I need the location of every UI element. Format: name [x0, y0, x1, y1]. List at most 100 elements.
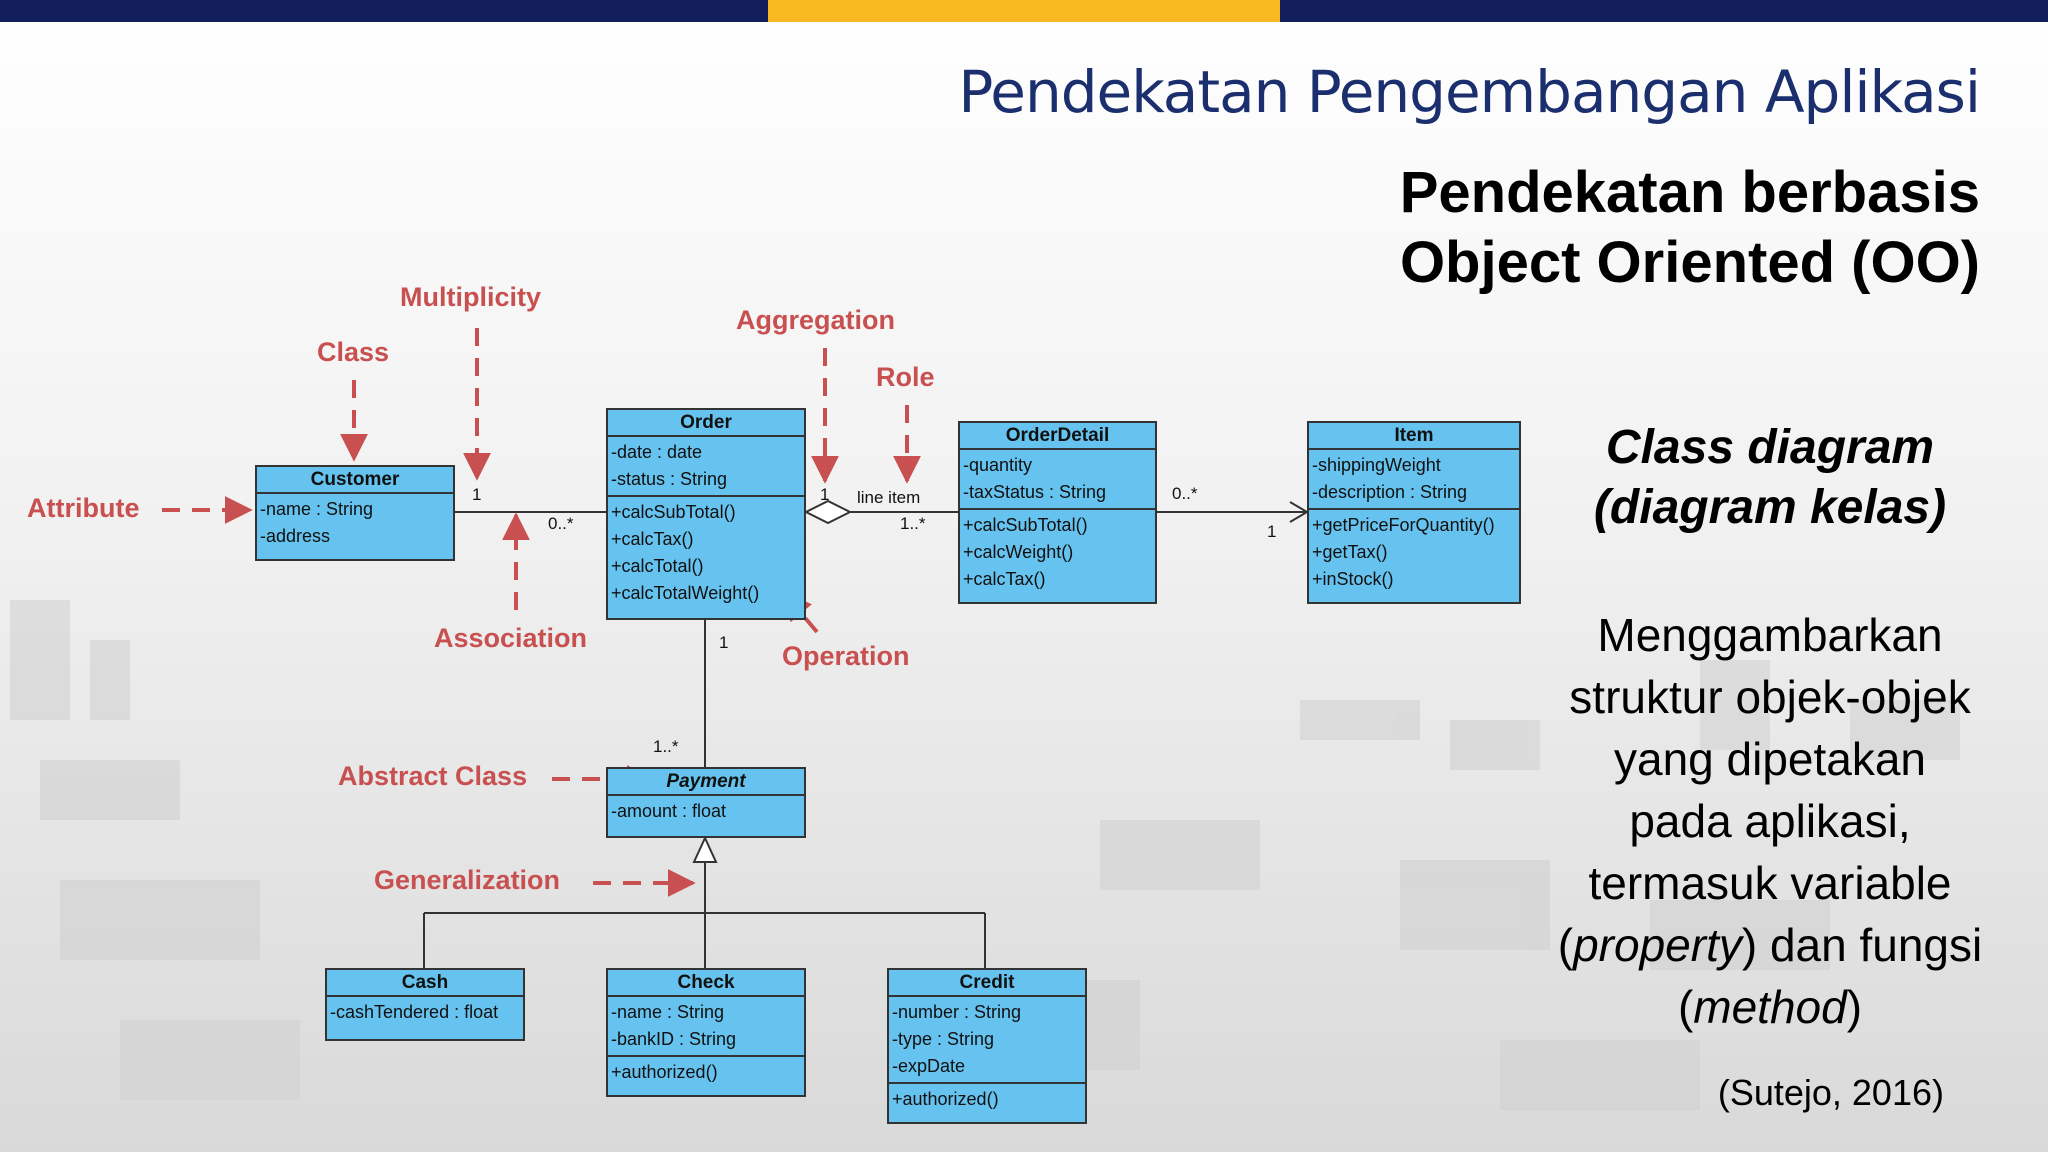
class-diagram-description: Menggambarkan struktur objek-objek yang … [1500, 604, 2040, 1038]
class-orderdetail-name: OrderDetail [960, 423, 1155, 450]
description-paren-rest: ) dan fungsi [1741, 919, 1983, 971]
description-method-word: method [1693, 981, 1847, 1033]
multiplicity-customer-side: 1 [472, 485, 482, 504]
class-operation: +authorized() [611, 1062, 718, 1082]
class-attribute: -bankID : String [611, 1029, 737, 1049]
class-attribute: -description : String [1312, 482, 1468, 502]
class-payment: Payment -amount : float [606, 767, 806, 838]
class-attribute: -number : String [892, 1002, 1022, 1022]
description-line-4: pada aplikasi, [1629, 795, 1911, 847]
class-operation: +getPriceForQuantity() [1312, 515, 1495, 535]
class-check: Check -name : String -bankID : String +a… [606, 968, 806, 1097]
class-attribute: -expDate [892, 1056, 966, 1076]
description-method-close: ) [1846, 981, 1863, 1033]
class-attribute: -date : date [611, 442, 703, 462]
description-line-7: (method) [1500, 976, 2040, 1038]
class-order-operations: +calcSubTotal() +calcTax() +calcTotal() … [608, 497, 804, 609]
citation: (Sutejo, 2016) [1717, 1072, 1944, 1113]
generalization-triangle [692, 835, 718, 863]
description-line-2: struktur objek-objek [1569, 671, 1971, 723]
class-operation: +inStock() [1312, 569, 1394, 589]
class-operation: +authorized() [892, 1089, 999, 1109]
class-credit-name: Credit [889, 970, 1085, 997]
class-diagram-heading-line-1: Class diagram [1605, 421, 1935, 474]
multiplicity-detail-side: 1..* [900, 514, 926, 533]
class-attribute: -amount : float [611, 801, 727, 821]
multiplicity-order-payment: 1 [719, 633, 729, 652]
class-operation: +calcTotal() [611, 556, 704, 576]
role-name-line-item: line item [857, 488, 921, 507]
class-item-operations: +getPriceForQuantity() +getTax() +inStoc… [1309, 510, 1519, 595]
class-credit-attributes: -number : String -type : String -expDate [889, 997, 1085, 1084]
top-bar-gold [768, 0, 1280, 22]
class-operation: +calcTax() [611, 529, 694, 549]
class-item-name: Item [1309, 423, 1519, 450]
class-orderdetail: OrderDetail -quantity -taxStatus : Strin… [958, 421, 1157, 604]
annotation-aggregation: Aggregation [736, 305, 895, 335]
class-orderdetail-operations: +calcSubTotal() +calcWeight() +calcTax() [960, 510, 1155, 595]
class-cash-name: Cash [327, 970, 523, 997]
class-diagram-heading-line-2: (diagram kelas) [1593, 481, 1947, 534]
annotation-role: Role [876, 362, 935, 392]
class-payment-name: Payment [608, 769, 804, 796]
multiplicity-item-side: 1 [1267, 522, 1277, 541]
class-customer-name: Customer [257, 467, 453, 494]
class-operation: +getTax() [1312, 542, 1388, 562]
annotation-attribute: Attribute [27, 493, 140, 523]
class-customer-attributes: -name : String -address [257, 494, 453, 552]
multiplicity-order-aggregation: 1 [820, 485, 830, 504]
class-attribute: -quantity [963, 455, 1033, 475]
description-line-6: (property) dan fungsi [1500, 914, 2040, 976]
top-bar-navy-left [0, 0, 768, 22]
class-operation: +calcSubTotal() [611, 502, 736, 522]
annotation-multiplicity: Multiplicity [400, 282, 541, 312]
class-attribute: -status : String [611, 469, 728, 489]
class-attribute: -shippingWeight [1312, 455, 1441, 475]
multiplicity-payment-side: 1..* [653, 737, 679, 756]
class-check-operations: +authorized() [608, 1057, 804, 1088]
description-line-3: yang dipetakan [1613, 733, 1927, 785]
class-order-name: Order [608, 410, 804, 437]
description-line-1: Menggambarkan [1597, 609, 1943, 661]
class-payment-attributes: -amount : float [608, 796, 804, 827]
class-credit: Credit -number : String -type : String -… [887, 968, 1087, 1124]
subtitle-line-2: Object Oriented (OO) [1399, 230, 1980, 295]
class-attribute: -name : String [611, 1002, 725, 1022]
class-orderdetail-attributes: -quantity -taxStatus : String [960, 450, 1155, 510]
description-property-word: property [1573, 919, 1742, 971]
aggregation-diamond [803, 499, 853, 525]
page-title: Pendekatan Pengembangan Aplikasi [958, 58, 1981, 126]
class-operation: +calcTotalWeight() [611, 583, 760, 603]
multiplicity-order-side: 0..* [548, 514, 574, 533]
class-attribute: -address [260, 526, 331, 546]
class-order-attributes: -date : date -status : String [608, 437, 804, 497]
class-credit-operations: +authorized() [889, 1084, 1085, 1115]
annotation-generalization: Generalization [374, 865, 561, 895]
description-line-5: termasuk variable [1588, 857, 1952, 909]
subtitle: Pendekatan berbasis Object Oriented (OO) [1400, 158, 1980, 298]
class-operation: +calcTax() [963, 569, 1046, 589]
class-attribute: -type : String [892, 1029, 995, 1049]
class-attribute: -taxStatus : String [963, 482, 1107, 502]
class-check-name: Check [608, 970, 804, 997]
multiplicity-detail-item: 0..* [1172, 484, 1198, 503]
class-cash-attributes: -cashTendered : float [327, 997, 523, 1028]
class-customer: Customer -name : String -address [255, 465, 455, 561]
subtitle-line-1: Pendekatan berbasis [1399, 160, 1980, 225]
class-item: Item -shippingWeight -description : Stri… [1307, 421, 1521, 604]
class-item-attributes: -shippingWeight -description : String [1309, 450, 1519, 510]
class-check-attributes: -name : String -bankID : String [608, 997, 804, 1057]
top-bar-navy-right [1280, 0, 2048, 22]
class-order: Order -date : date -status : String +cal… [606, 408, 806, 620]
description-paren-open: ( [1557, 919, 1574, 971]
class-operation: +calcWeight() [963, 542, 1074, 562]
class-attribute: -name : String [260, 499, 374, 519]
class-operation: +calcSubTotal() [963, 515, 1088, 535]
class-cash: Cash -cashTendered : float [325, 968, 525, 1041]
description-method-open: ( [1677, 981, 1694, 1033]
class-diagram-heading: Class diagram (diagram kelas) [1500, 418, 2040, 538]
annotation-abstract-class: Abstract Class [338, 761, 528, 791]
annotation-association: Association [434, 623, 588, 653]
annotation-class: Class [317, 337, 390, 367]
